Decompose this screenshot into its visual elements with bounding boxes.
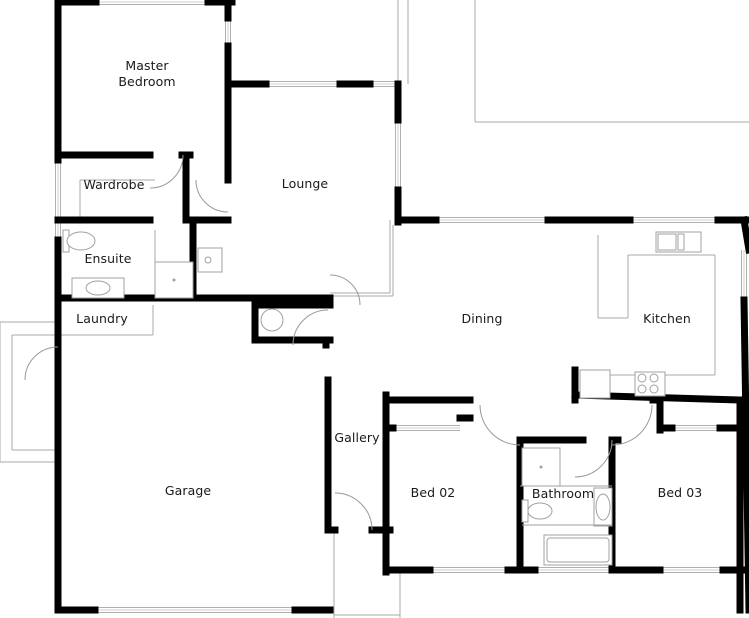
- room-label-gallery: Gallery: [334, 430, 380, 445]
- wall: [740, 296, 749, 614]
- linen-door-swing: [329, 274, 361, 306]
- room-label-wardrobe: Wardrobe: [83, 177, 145, 192]
- bed-03-door-swing: [611, 404, 653, 446]
- room-label-kitchen: Kitchen: [643, 311, 691, 326]
- room-label-bathroom: Bathroom: [531, 486, 595, 501]
- wall: [739, 215, 749, 255]
- window: [535, 566, 612, 574]
- doors: [24, 154, 653, 531]
- room-label-ensuite: Ensuite: [84, 251, 132, 266]
- burner-icon: [637, 373, 647, 383]
- burner-icon: [649, 373, 659, 383]
- drain-icon: [172, 278, 176, 282]
- window: [393, 424, 460, 432]
- window: [660, 566, 723, 574]
- burner-icon: [637, 384, 647, 394]
- burner-icon: [649, 384, 659, 394]
- window: [370, 80, 398, 88]
- fixtures: [62, 229, 702, 566]
- dryer-icon: [260, 308, 284, 332]
- toilet-icon: [527, 502, 553, 520]
- master-bedroom-door-swing: [195, 179, 229, 213]
- window: [224, 18, 232, 46]
- room-label-dining: Dining: [461, 311, 503, 326]
- bathroom-door-swing: [574, 439, 613, 478]
- room-label-master-bedroom: Master Bedroom: [118, 58, 176, 89]
- window: [630, 216, 718, 224]
- basin-icon: [595, 493, 611, 521]
- window: [96, 0, 208, 6]
- room-label-lounge: Lounge: [281, 176, 329, 191]
- laundry-side-door-swing: [24, 346, 59, 381]
- window: [394, 120, 402, 190]
- walls: [54, 0, 749, 614]
- window: [672, 424, 720, 432]
- window: [95, 606, 295, 614]
- room-label-laundry: Laundry: [76, 311, 128, 326]
- wardrobe-door-swing: [149, 154, 184, 189]
- sink-bowl-icon: [657, 233, 677, 251]
- window: [436, 216, 548, 224]
- window: [266, 80, 340, 88]
- window: [740, 250, 748, 300]
- window: [54, 160, 62, 240]
- drain-icon: [539, 465, 543, 469]
- garage-door-swing: [292, 309, 329, 346]
- drain-icon: [204, 256, 212, 264]
- sink-bowl-icon: [677, 233, 685, 251]
- bathtub-inner-icon: [546, 537, 610, 563]
- gallery-entry-door-swing: [334, 492, 373, 531]
- bed-02-door-swing: [479, 404, 521, 446]
- toilet-icon: [66, 231, 96, 251]
- toilet-cistern-icon: [521, 499, 529, 523]
- room-label-bed-03: Bed 03: [657, 485, 703, 500]
- fridge-space-icon: [579, 369, 611, 399]
- room-label-garage: Garage: [164, 483, 212, 498]
- basin-icon: [85, 280, 111, 296]
- room-label-bed-02: Bed 02: [410, 485, 456, 500]
- window: [430, 566, 508, 574]
